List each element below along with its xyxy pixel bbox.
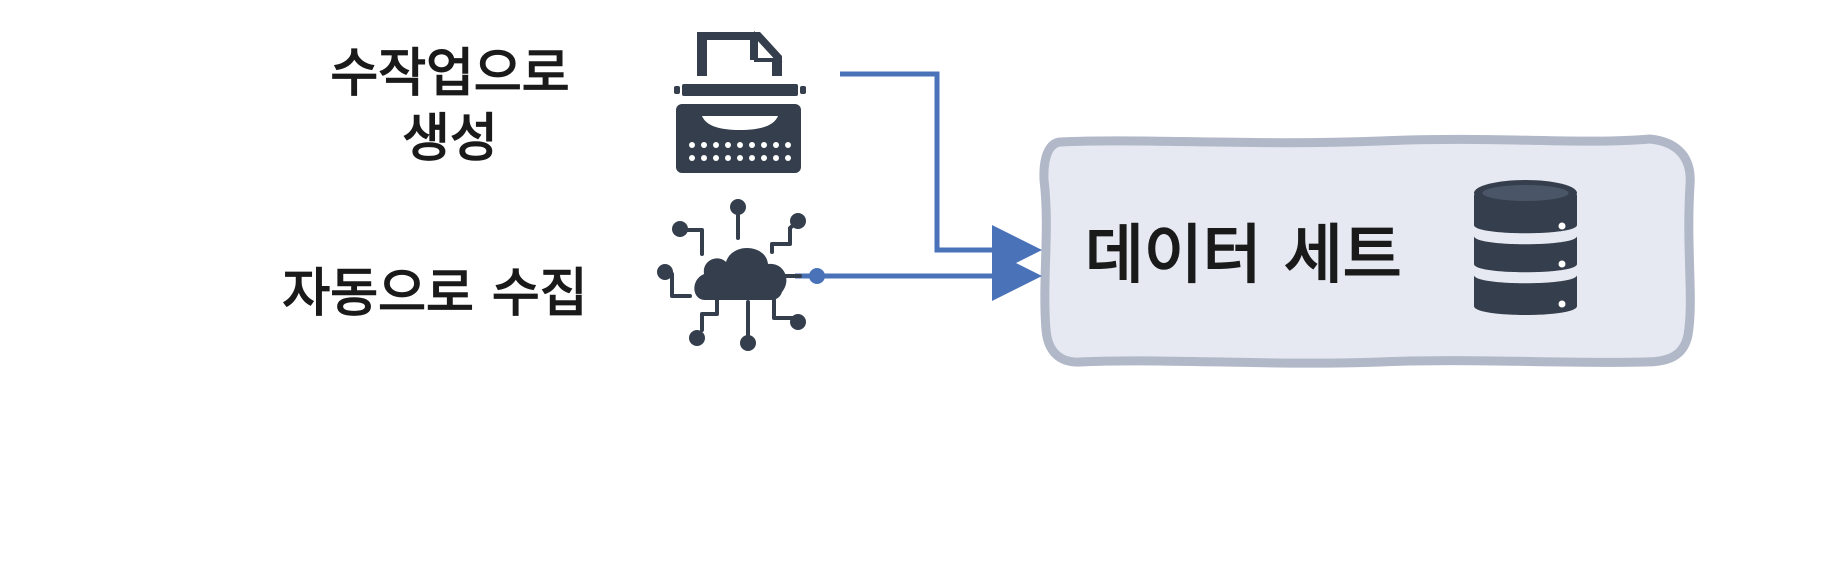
typewriter-icon — [674, 30, 806, 173]
arrow-manual-to-dataset — [840, 71, 1042, 275]
manual-source-label: 수작업으로 생성 — [300, 42, 600, 172]
arrow-auto-origin-dot — [809, 268, 825, 284]
cloud-network-icon — [657, 199, 806, 351]
dataset-label: 데이터 세트 — [1085, 219, 1402, 293]
manual-label-line2: 생성 — [402, 109, 498, 169]
auto-source-label: 자동으로 수집 — [282, 264, 588, 324]
manual-label-line1: 수작업으로 — [330, 44, 570, 104]
database-icon — [1474, 180, 1577, 315]
